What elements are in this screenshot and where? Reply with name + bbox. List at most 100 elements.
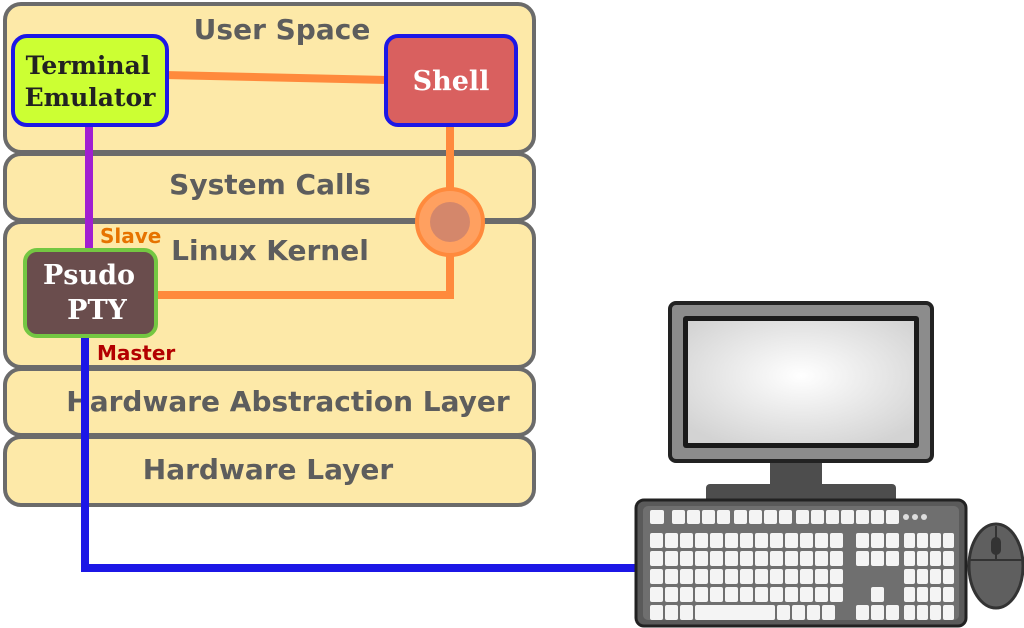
keyboard-key bbox=[943, 551, 954, 566]
keyboard-key bbox=[930, 605, 941, 620]
computer-monitor-icon bbox=[668, 301, 934, 504]
keyboard-key bbox=[785, 533, 798, 548]
keyboard-key bbox=[770, 587, 783, 602]
keyboard-key bbox=[680, 533, 693, 548]
keyboard-key bbox=[740, 551, 753, 566]
terminal-label-line2: Emulator bbox=[25, 83, 157, 112]
pseudo-pty-box: Psudo PTY bbox=[23, 248, 158, 338]
keyboard-key bbox=[665, 587, 678, 602]
keyboard-key bbox=[672, 510, 685, 524]
keyboard-key bbox=[830, 551, 843, 566]
keyboard-key bbox=[725, 551, 738, 566]
keyboard-key bbox=[904, 533, 915, 548]
keyboard-key bbox=[680, 587, 693, 602]
keyboard-key bbox=[830, 569, 843, 584]
keyboard-key bbox=[815, 533, 828, 548]
keyboard-key bbox=[822, 605, 835, 620]
shell-label: Shell bbox=[413, 66, 490, 97]
keyboard-key bbox=[917, 587, 928, 602]
keyboard-key bbox=[702, 510, 715, 524]
keyboard-key bbox=[856, 533, 869, 548]
keyboard-key bbox=[871, 605, 884, 620]
keyboard-key bbox=[815, 587, 828, 602]
keyboard-key bbox=[943, 605, 954, 620]
keyboard-key bbox=[650, 605, 663, 620]
keyboard-key bbox=[943, 533, 954, 548]
keyboard-key bbox=[917, 605, 928, 620]
keyboard-key bbox=[785, 551, 798, 566]
keyboard-key bbox=[830, 533, 843, 548]
keyboard-key bbox=[930, 551, 941, 566]
keyboard-icon bbox=[634, 498, 968, 628]
shell-kernel-line bbox=[155, 124, 454, 299]
keyboard-key bbox=[770, 569, 783, 584]
keyboard-key bbox=[856, 605, 869, 620]
keyboard-key bbox=[740, 533, 753, 548]
keyboard-key bbox=[871, 587, 884, 602]
keyboard-key bbox=[800, 533, 813, 548]
keyboard-key bbox=[770, 533, 783, 548]
keyboard-key bbox=[725, 533, 738, 548]
linux-kernel-label: Linux Kernel bbox=[171, 234, 369, 267]
keyboard-key bbox=[796, 510, 809, 524]
keyboard-key bbox=[917, 569, 928, 584]
keyboard-key bbox=[665, 551, 678, 566]
keyboard-key bbox=[710, 569, 723, 584]
keyboard-key bbox=[764, 510, 777, 524]
keyboard-key bbox=[650, 569, 663, 584]
hardware-layer bbox=[3, 435, 536, 507]
keyboard-key bbox=[695, 533, 708, 548]
keyboard-key bbox=[755, 587, 768, 602]
keyboard-key bbox=[777, 605, 790, 620]
keyboard-key bbox=[680, 605, 693, 620]
keyboard-key bbox=[665, 533, 678, 548]
keyboard-key bbox=[886, 605, 899, 620]
terminal-emulator-box: Terminal Emulator bbox=[11, 34, 169, 127]
keyboard-key bbox=[871, 510, 884, 524]
keyboard-key bbox=[856, 551, 869, 566]
syscall-node bbox=[415, 187, 485, 257]
keyboard-key bbox=[725, 569, 738, 584]
keyboard-key bbox=[650, 510, 664, 524]
shell-box: Shell bbox=[384, 34, 518, 127]
system-calls-label: System Calls bbox=[169, 168, 371, 201]
keyboard-key bbox=[930, 533, 941, 548]
keyboard-key bbox=[904, 569, 915, 584]
keyboard-key bbox=[904, 551, 915, 566]
keyboard-key bbox=[792, 605, 805, 620]
terminal-shell-line bbox=[164, 71, 389, 84]
keyboard-key bbox=[871, 533, 884, 548]
keyboard-key bbox=[695, 551, 708, 566]
user-space-label: User Space bbox=[194, 13, 371, 46]
keyboard-key bbox=[917, 533, 928, 548]
keyboard-key bbox=[943, 569, 954, 584]
keyboard-key bbox=[886, 510, 899, 524]
keyboard-key bbox=[740, 587, 753, 602]
hal-label: Hardware Abstraction Layer bbox=[66, 385, 510, 418]
terminal-label-line1: Terminal bbox=[26, 51, 151, 80]
master-label: Master bbox=[97, 341, 175, 365]
keyboard-key bbox=[695, 569, 708, 584]
keyboard-key bbox=[826, 510, 839, 524]
keyboard-key bbox=[665, 605, 678, 620]
keyboard-key bbox=[830, 587, 843, 602]
slave-label: Slave bbox=[100, 224, 161, 248]
pty-label-line1: Psudo bbox=[43, 260, 135, 291]
keyboard-key bbox=[695, 587, 708, 602]
keyboard-key bbox=[650, 587, 663, 602]
keyboard-key bbox=[886, 551, 899, 566]
keyboard-key bbox=[904, 587, 915, 602]
keyboard-key bbox=[930, 587, 941, 602]
keyboard-key bbox=[807, 605, 820, 620]
keyboard-key bbox=[886, 533, 899, 548]
keyboard-key bbox=[930, 569, 941, 584]
keyboard-key bbox=[717, 510, 730, 524]
keyboard-key bbox=[815, 569, 828, 584]
keyboard-key bbox=[917, 551, 928, 566]
keyboard-key bbox=[687, 510, 700, 524]
keyboard-key bbox=[755, 569, 768, 584]
hardware-label: Hardware Layer bbox=[143, 453, 394, 486]
keyboard-key bbox=[811, 510, 824, 524]
keyboard-key bbox=[710, 587, 723, 602]
